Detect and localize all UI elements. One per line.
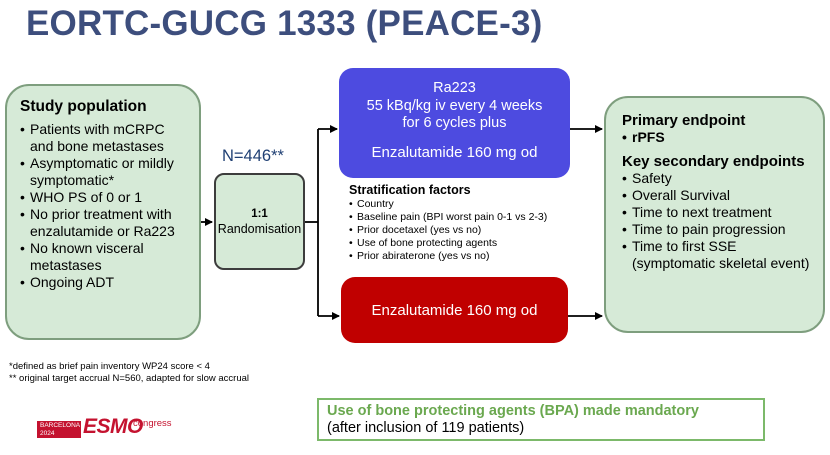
stratification-list: Country Baseline pain (BPI worst pain 0-… bbox=[349, 198, 609, 263]
logo-suffix: congress bbox=[133, 418, 172, 429]
secondary-endpoints-heading: Key secondary endpoints bbox=[622, 153, 805, 170]
ra223-arm-drug: Ra223 bbox=[433, 80, 476, 96]
endpoints-box: Primary endpoint rPFS Key secondary endp… bbox=[604, 96, 825, 333]
ra223-arm-enzalutamide: Enzalutamide 160 mg od bbox=[371, 143, 538, 161]
sample-size-label: N=446** bbox=[222, 147, 284, 165]
randomisation-label: Randomisation bbox=[217, 221, 302, 236]
list-item: Country bbox=[349, 198, 609, 211]
list-item: Time to next treatment bbox=[622, 204, 817, 221]
list-item: Prior docetaxel (yes vs no) bbox=[349, 224, 609, 237]
study-population-list: Patients with mCRPC and bone metastases … bbox=[20, 121, 191, 291]
enzalutamide-arm-label: Enzalutamide 160 mg od bbox=[371, 301, 538, 319]
list-item: Asymptomatic or mildly symptomatic* bbox=[20, 155, 191, 189]
list-item: No known visceral metastases bbox=[20, 240, 191, 274]
logo-city-badge: BARCELONA 2024 bbox=[37, 421, 81, 438]
list-item: Time to pain progression bbox=[622, 221, 817, 238]
footnote: ** original target accrual N=560, adapte… bbox=[9, 373, 250, 384]
list-item: Overall Survival bbox=[622, 187, 817, 204]
list-item: Baseline pain (BPI worst pain 0-1 vs 2-3… bbox=[349, 211, 609, 224]
study-population-box: Study population Patients with mCRPC and… bbox=[5, 84, 201, 340]
list-item: Prior abiraterone (yes vs no) bbox=[349, 250, 609, 263]
bpa-note-detail: (after inclusion of 119 patients) bbox=[327, 420, 525, 436]
stratification-title: Stratification factors bbox=[349, 183, 471, 197]
ra223-arm-box: Ra223 55 kBq/kg iv every 4 weeks for 6 c… bbox=[339, 68, 570, 178]
list-item: WHO PS of 0 or 1 bbox=[20, 189, 191, 206]
bpa-note-box: Use of bone protecting agents (BPA) made… bbox=[317, 398, 765, 441]
randomisation-box: 1:1 Randomisation bbox=[214, 173, 305, 270]
slide-title: EORTC-GUCG 1333 (PEACE-3) bbox=[26, 4, 543, 43]
enzalutamide-arm-box: Enzalutamide 160 mg od bbox=[341, 277, 568, 343]
primary-endpoint-heading: Primary endpoint bbox=[622, 112, 746, 129]
list-item: Use of bone protecting agents bbox=[349, 237, 609, 250]
study-population-heading: Study population bbox=[20, 98, 147, 115]
list-item: Patients with mCRPC and bone metastases bbox=[20, 121, 191, 155]
list-item: Time to first SSE (symptomatic skeletal … bbox=[622, 238, 817, 272]
logo-brand: ESMO bbox=[83, 415, 143, 438]
logo-year: 2024 bbox=[40, 429, 55, 437]
logo-city: BARCELONA bbox=[40, 422, 81, 429]
list-item: Safety bbox=[622, 170, 817, 187]
ra223-arm-cycles: for 6 cycles plus bbox=[402, 115, 507, 131]
list-item: No prior treatment with enzalutamide or … bbox=[20, 206, 191, 240]
stratification-factors: Stratification factors Country Baseline … bbox=[349, 183, 609, 263]
list-item: Ongoing ADT bbox=[20, 274, 191, 291]
primary-endpoint-list: rPFS bbox=[622, 129, 817, 146]
footnote: *defined as brief pain inventory WP24 sc… bbox=[9, 361, 210, 372]
list-item: rPFS bbox=[622, 129, 817, 146]
randomisation-ratio: 1:1 bbox=[251, 207, 268, 220]
secondary-endpoints-list: Safety Overall Survival Time to next tre… bbox=[622, 170, 817, 272]
bpa-note-heading: Use of bone protecting agents (BPA) made… bbox=[327, 403, 699, 419]
ra223-arm-dose: 55 kBq/kg iv every 4 weeks bbox=[366, 97, 543, 114]
